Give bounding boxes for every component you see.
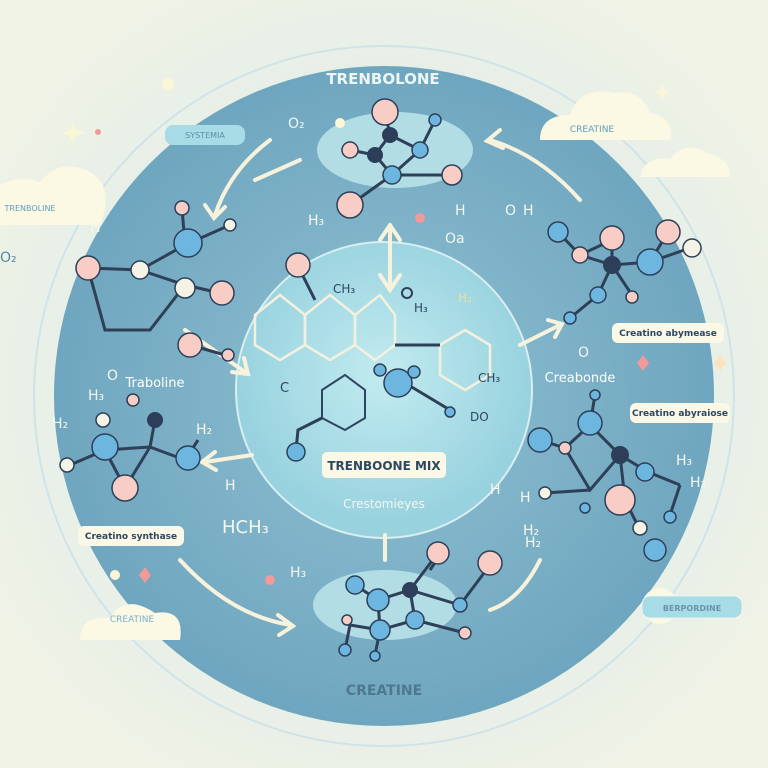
- molecule-center: [253, 252, 492, 462]
- pill-left: Creatino synthase: [78, 526, 184, 546]
- chem-label: H₂: [196, 422, 212, 438]
- label-traboline: Traboline: [124, 376, 184, 391]
- pill-top-left-text: SYSTEMIA: [185, 131, 225, 140]
- chem-label: CH₃: [333, 282, 355, 296]
- chem-label: O₂: [288, 116, 305, 132]
- chem-label: H₂: [52, 416, 68, 432]
- cloud-left: TRENBOLINE: [0, 166, 106, 225]
- center-subtitle: Crestomieyes: [343, 497, 425, 511]
- cloud-bottom-left: CREATINE: [80, 604, 181, 640]
- pill-top-left: SYSTEMIA: [165, 125, 245, 145]
- chem-label: H: [490, 482, 501, 498]
- chem-label: Oa: [445, 231, 465, 247]
- molecule-bottom: [338, 541, 503, 662]
- pill-right-upper-text: Creatino abymease: [619, 329, 717, 339]
- chem-label: C: [280, 381, 289, 396]
- chem-label: DO: [470, 410, 489, 424]
- chem-label: O: [505, 203, 516, 219]
- molecule-upper-right: [547, 219, 702, 325]
- title-trenbolone: TRENBOLONE: [326, 70, 439, 88]
- chem-label: O: [107, 368, 118, 384]
- chem-label: H: [225, 478, 236, 494]
- molecule-top: [336, 98, 463, 219]
- chem-label: H₃: [88, 388, 104, 404]
- cloud-bottom-left-label: CREATINE: [110, 615, 155, 625]
- molecule-mid-left: [59, 393, 201, 502]
- cloud-left-label: TRENBOLINE: [4, 204, 56, 213]
- decorative-sparkles: [62, 78, 726, 585]
- top-molecule-backdrop: [317, 112, 473, 188]
- chem-label: H₂: [525, 535, 541, 551]
- chem-label: H₃: [676, 453, 692, 469]
- chem-label: H: [455, 203, 466, 219]
- chem-label: H₃: [290, 565, 306, 581]
- pill-right-lower: Creatino abyraiose: [630, 403, 730, 423]
- pill-left-text: Creatino synthase: [85, 532, 177, 542]
- pill-bottom-right-text: BERPORDINE: [663, 604, 721, 613]
- chem-label: H₃: [308, 213, 324, 229]
- pill-bottom-right: BERPORDINE: [641, 588, 743, 624]
- chem-label: H₃: [414, 301, 428, 315]
- molecule-upper-left: [75, 200, 237, 332]
- chem-label: H₂: [523, 523, 539, 539]
- chem-label: CH₃: [478, 371, 500, 385]
- bottom-title: CREATINE: [346, 683, 422, 699]
- chem-label: O: [578, 345, 589, 361]
- chem-label: HCH₃: [222, 517, 269, 538]
- cloud-top-right: CREATINE: [540, 91, 730, 177]
- chem-labels: O₂ O₂ H H₃ H O H Oa CH₃ H₃ H₂ CH₃ C DO O…: [0, 116, 706, 581]
- pill-right-lower-text: Creatino abyraiose: [632, 409, 728, 419]
- chem-label: H₂: [458, 291, 472, 305]
- molecule-lower-right: [527, 389, 682, 562]
- center-label-box: [322, 452, 446, 478]
- cloud-top-right-label: CREATINE: [570, 125, 615, 135]
- molecule-left-node: [177, 332, 235, 362]
- cycle-arrows: [178, 128, 582, 637]
- label-creabonde: Creabonde: [545, 371, 616, 386]
- chem-label: H: [90, 220, 101, 236]
- center-label: TRENBOONE MIX: [327, 459, 441, 473]
- chem-label: H: [523, 203, 534, 219]
- pill-right-upper: Creatino abymease: [612, 323, 724, 343]
- chem-label: H₃: [690, 475, 706, 491]
- chem-label: O₂: [0, 250, 17, 266]
- chem-label: H: [520, 490, 531, 506]
- outer-cycle-ring: [33, 45, 735, 747]
